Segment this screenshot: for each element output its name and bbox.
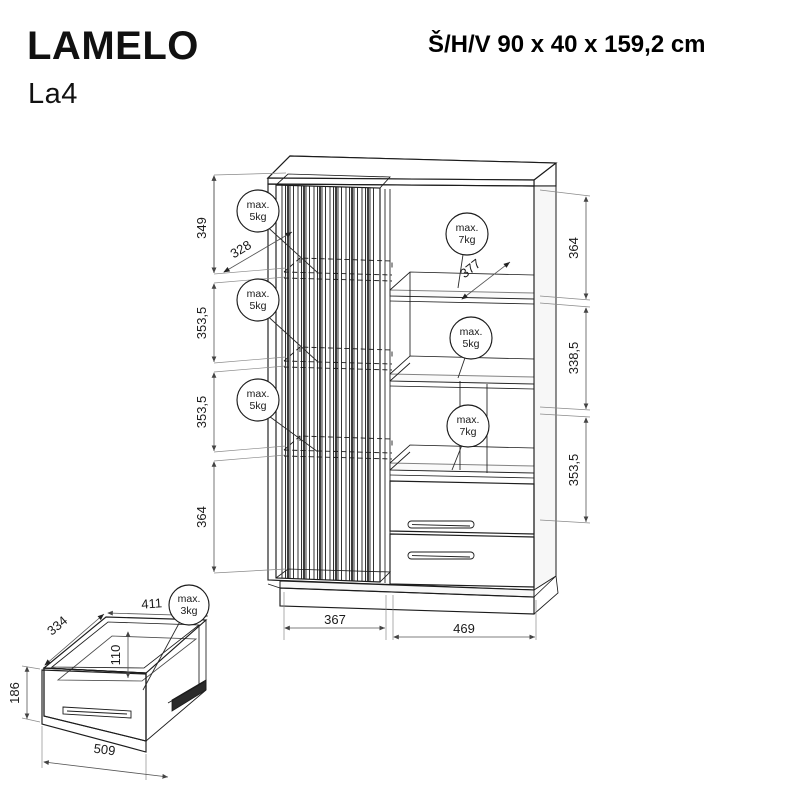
load-badge-right-shelf-mid: max. 5kg	[449, 316, 493, 379]
left-dim-2: 353,5	[194, 307, 209, 340]
load-badge-line2: 5kg	[250, 300, 267, 312]
cabinet-plinth	[267, 575, 559, 615]
cabinet-front-carcass	[267, 183, 535, 591]
drawer-front-panel	[41, 667, 147, 753]
drawer-dim-186: 186	[7, 665, 41, 723]
left-dim-3: 353,5	[194, 396, 209, 429]
drawer-dim-411-label: 411	[141, 595, 163, 611]
drawer-dim-509: 509	[41, 726, 169, 780]
left-dim-4: 364	[194, 506, 209, 528]
cabinet-drawer-lower[interactable]	[389, 533, 535, 588]
bottom-dimension-chain: 367 469	[283, 592, 537, 640]
right-dim-3: 353,5	[566, 454, 581, 487]
dim-328-label: 328	[228, 237, 254, 261]
drawer-dim-186-label: 186	[7, 682, 22, 704]
load-badge-line1: max.	[247, 288, 270, 300]
brand-title: LAMELO	[27, 24, 199, 68]
drawer-dim-509-label: 509	[93, 741, 116, 759]
bottom-dim-2: 469	[453, 621, 475, 636]
left-dimension-chain: 349 353,5 353,5 364	[194, 172, 287, 574]
load-badge-line2: 5kg	[250, 400, 267, 412]
model-subtitle: La4	[28, 78, 78, 110]
load-badge-right-shelf-top: max. 7kg	[445, 212, 489, 289]
load-badge-line1: max.	[247, 199, 270, 211]
cabinet-top-panel	[266, 155, 558, 187]
drawer-detail-view: 186 509 334 411 110	[7, 584, 210, 780]
load-badge-line1: max.	[178, 593, 201, 605]
load-badge-line1: max.	[457, 414, 480, 426]
load-badge-left-shelf-2: max. 5kg	[236, 278, 319, 363]
load-badge-left-shelf-1: max. 5kg	[236, 189, 319, 274]
hidden-shelves-behind-door	[283, 257, 393, 460]
drawer-dim-110-label: 110	[108, 645, 123, 666]
load-badge-left-shelf-3: max. 5kg	[236, 378, 319, 453]
bottom-dim-1: 367	[324, 612, 346, 627]
left-dim-1: 349	[194, 217, 209, 239]
load-badge-line2: 5kg	[250, 211, 267, 223]
drawer-dim-334: 334	[44, 613, 105, 666]
right-dimension-chain: 364 338,5 353,5	[539, 189, 591, 524]
drawer-detail-handle-icon	[62, 706, 132, 719]
drawer-handle-icon	[407, 520, 475, 529]
product-dimensions-label: Š/H/V 90 x 40 x 159,2 cm	[428, 31, 706, 58]
load-badge-line2: 3kg	[181, 605, 198, 617]
lamella-door-panel[interactable]	[275, 173, 391, 583]
drawer-dim-110: 110	[108, 631, 131, 678]
load-badge-line1: max.	[460, 326, 483, 338]
load-badge-right-shelf-low: max. 7kg	[446, 404, 490, 471]
load-badge-line2: 7kg	[459, 234, 476, 246]
load-badge-drawer: max. 3kg	[142, 584, 210, 691]
load-badge-line1: max.	[247, 388, 270, 400]
load-badge-line2: 5kg	[463, 338, 480, 350]
right-dim-2: 338,5	[566, 342, 581, 375]
drawer-handle-icon	[407, 551, 475, 560]
right-dim-1: 364	[566, 237, 581, 259]
load-badge-line1: max.	[456, 222, 479, 234]
drawer-dim-334-label: 334	[44, 613, 70, 638]
load-badge-line2: 7kg	[460, 426, 477, 438]
cabinet-side-panel	[533, 185, 557, 591]
cabinet-drawer-upper[interactable]	[389, 480, 535, 535]
drawer-runner	[167, 679, 207, 712]
